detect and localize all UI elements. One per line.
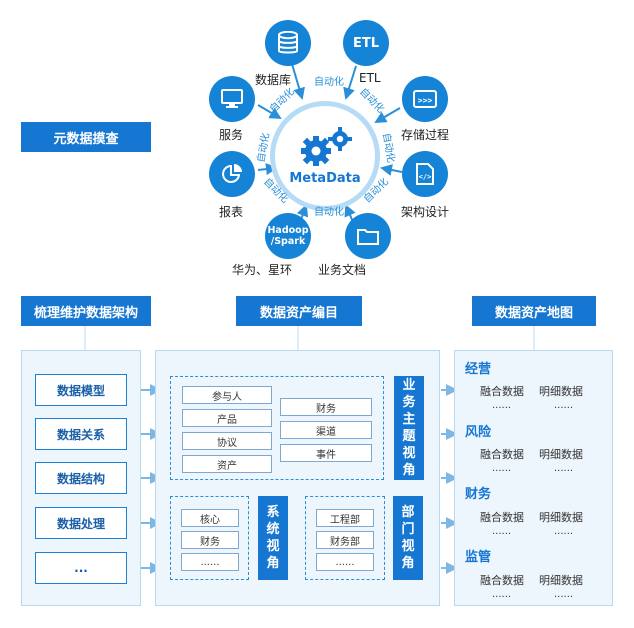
map-more: ......: [554, 400, 574, 411]
business-item: 资产: [182, 455, 272, 473]
map-category: 财务: [465, 487, 492, 502]
map-more: ......: [492, 589, 512, 600]
automation-label: 自动化: [314, 207, 344, 218]
database-node: [265, 20, 311, 66]
map-detail-data: 明细数据: [539, 511, 583, 524]
service-label: 服务: [219, 128, 244, 142]
system-item: 财务: [181, 531, 239, 549]
map-more: ......: [554, 526, 574, 537]
data-relation-box: 数据关系: [35, 418, 127, 450]
hadoop-icon-line2: /Spark: [270, 236, 306, 247]
map-detail-data: 明细数据: [539, 574, 583, 587]
monitor-icon: [221, 89, 243, 108]
department-item: 工程部: [316, 509, 374, 527]
folder-icon: [357, 229, 379, 245]
architecture-node: </>: [402, 151, 448, 197]
metadata-hub: MetaData: [270, 101, 380, 211]
map-more: ......: [492, 526, 512, 537]
procedure-icon: >>>: [413, 90, 437, 108]
metadata-label: MetaData: [289, 170, 361, 186]
metadata-survey-banner: 元数据摸查: [21, 122, 151, 152]
data-model-box: 数据模型: [35, 374, 127, 406]
map-category: 风险: [465, 425, 492, 440]
map-category: 监管: [465, 550, 492, 565]
map-more: ......: [554, 463, 574, 474]
map-category: 经营: [465, 362, 492, 377]
database-label: 数据库: [255, 73, 292, 87]
automation-label: 自动化: [314, 77, 344, 88]
map-detail-data: 明细数据: [539, 385, 583, 398]
department-group: [305, 496, 385, 580]
asset-catalog-banner: 数据资产编目: [236, 296, 362, 326]
maintain-architecture-banner: 梳理维护数据架构: [21, 296, 151, 326]
map-fused-data: 融合数据: [480, 385, 524, 398]
map-fused-data: 融合数据: [480, 448, 524, 461]
system-item: ......: [181, 553, 239, 571]
department-item: 财务部: [316, 531, 374, 549]
hadoop-node: Hadoop /Spark: [265, 213, 311, 259]
pie-chart-icon: [222, 164, 242, 183]
svg-text:</>: </>: [419, 173, 432, 181]
map-more: ......: [492, 463, 512, 474]
code-file-icon: </>: [416, 163, 434, 185]
report-node: [209, 151, 255, 197]
system-group: [170, 496, 249, 580]
business-group: [170, 376, 384, 480]
business-item: 协议: [182, 432, 272, 450]
hadoop-label: 华为、星环: [232, 263, 293, 277]
map-detail-data: 明细数据: [539, 448, 583, 461]
system-item: 核心: [181, 509, 239, 527]
business-item: 渠道: [280, 421, 372, 439]
etl-icon: ETL: [352, 35, 380, 51]
service-node: [209, 76, 255, 122]
business-item: 财务: [280, 398, 372, 416]
business-item: 产品: [182, 409, 272, 427]
map-more: ......: [554, 589, 574, 600]
map-more: ......: [492, 400, 512, 411]
system-view-title: 系统视角: [258, 496, 288, 580]
storage-label: 存储过程: [401, 128, 450, 142]
asset-map-banner: 数据资产地图: [472, 296, 596, 326]
asset-map-panel: [454, 350, 613, 606]
docs-node: [345, 213, 391, 259]
docs-label: 业务文档: [318, 263, 367, 277]
business-item: 参与人: [182, 386, 272, 404]
architecture-label: 架构设计: [401, 205, 450, 219]
business-item: 事件: [280, 444, 372, 462]
more-box: ...: [35, 552, 127, 584]
data-processing-box: 数据处理: [35, 507, 127, 539]
map-fused-data: 融合数据: [480, 574, 524, 587]
storage-node: >>>: [402, 76, 448, 122]
data-structure-box: 数据结构: [35, 462, 127, 494]
report-label: 报表: [219, 205, 244, 219]
hadoop-icon-line1: Hadoop: [267, 225, 309, 236]
department-item: ......: [316, 553, 374, 571]
business-view-title: 业务主题视角: [394, 376, 424, 480]
gears-icon: [301, 126, 352, 166]
svg-text:>>>: >>>: [418, 96, 433, 105]
database-icon: [278, 31, 298, 54]
etl-label: ETL: [359, 71, 381, 85]
map-fused-data: 融合数据: [480, 511, 524, 524]
department-view-title: 部门视角: [393, 496, 423, 580]
etl-node: ETL: [343, 20, 389, 66]
